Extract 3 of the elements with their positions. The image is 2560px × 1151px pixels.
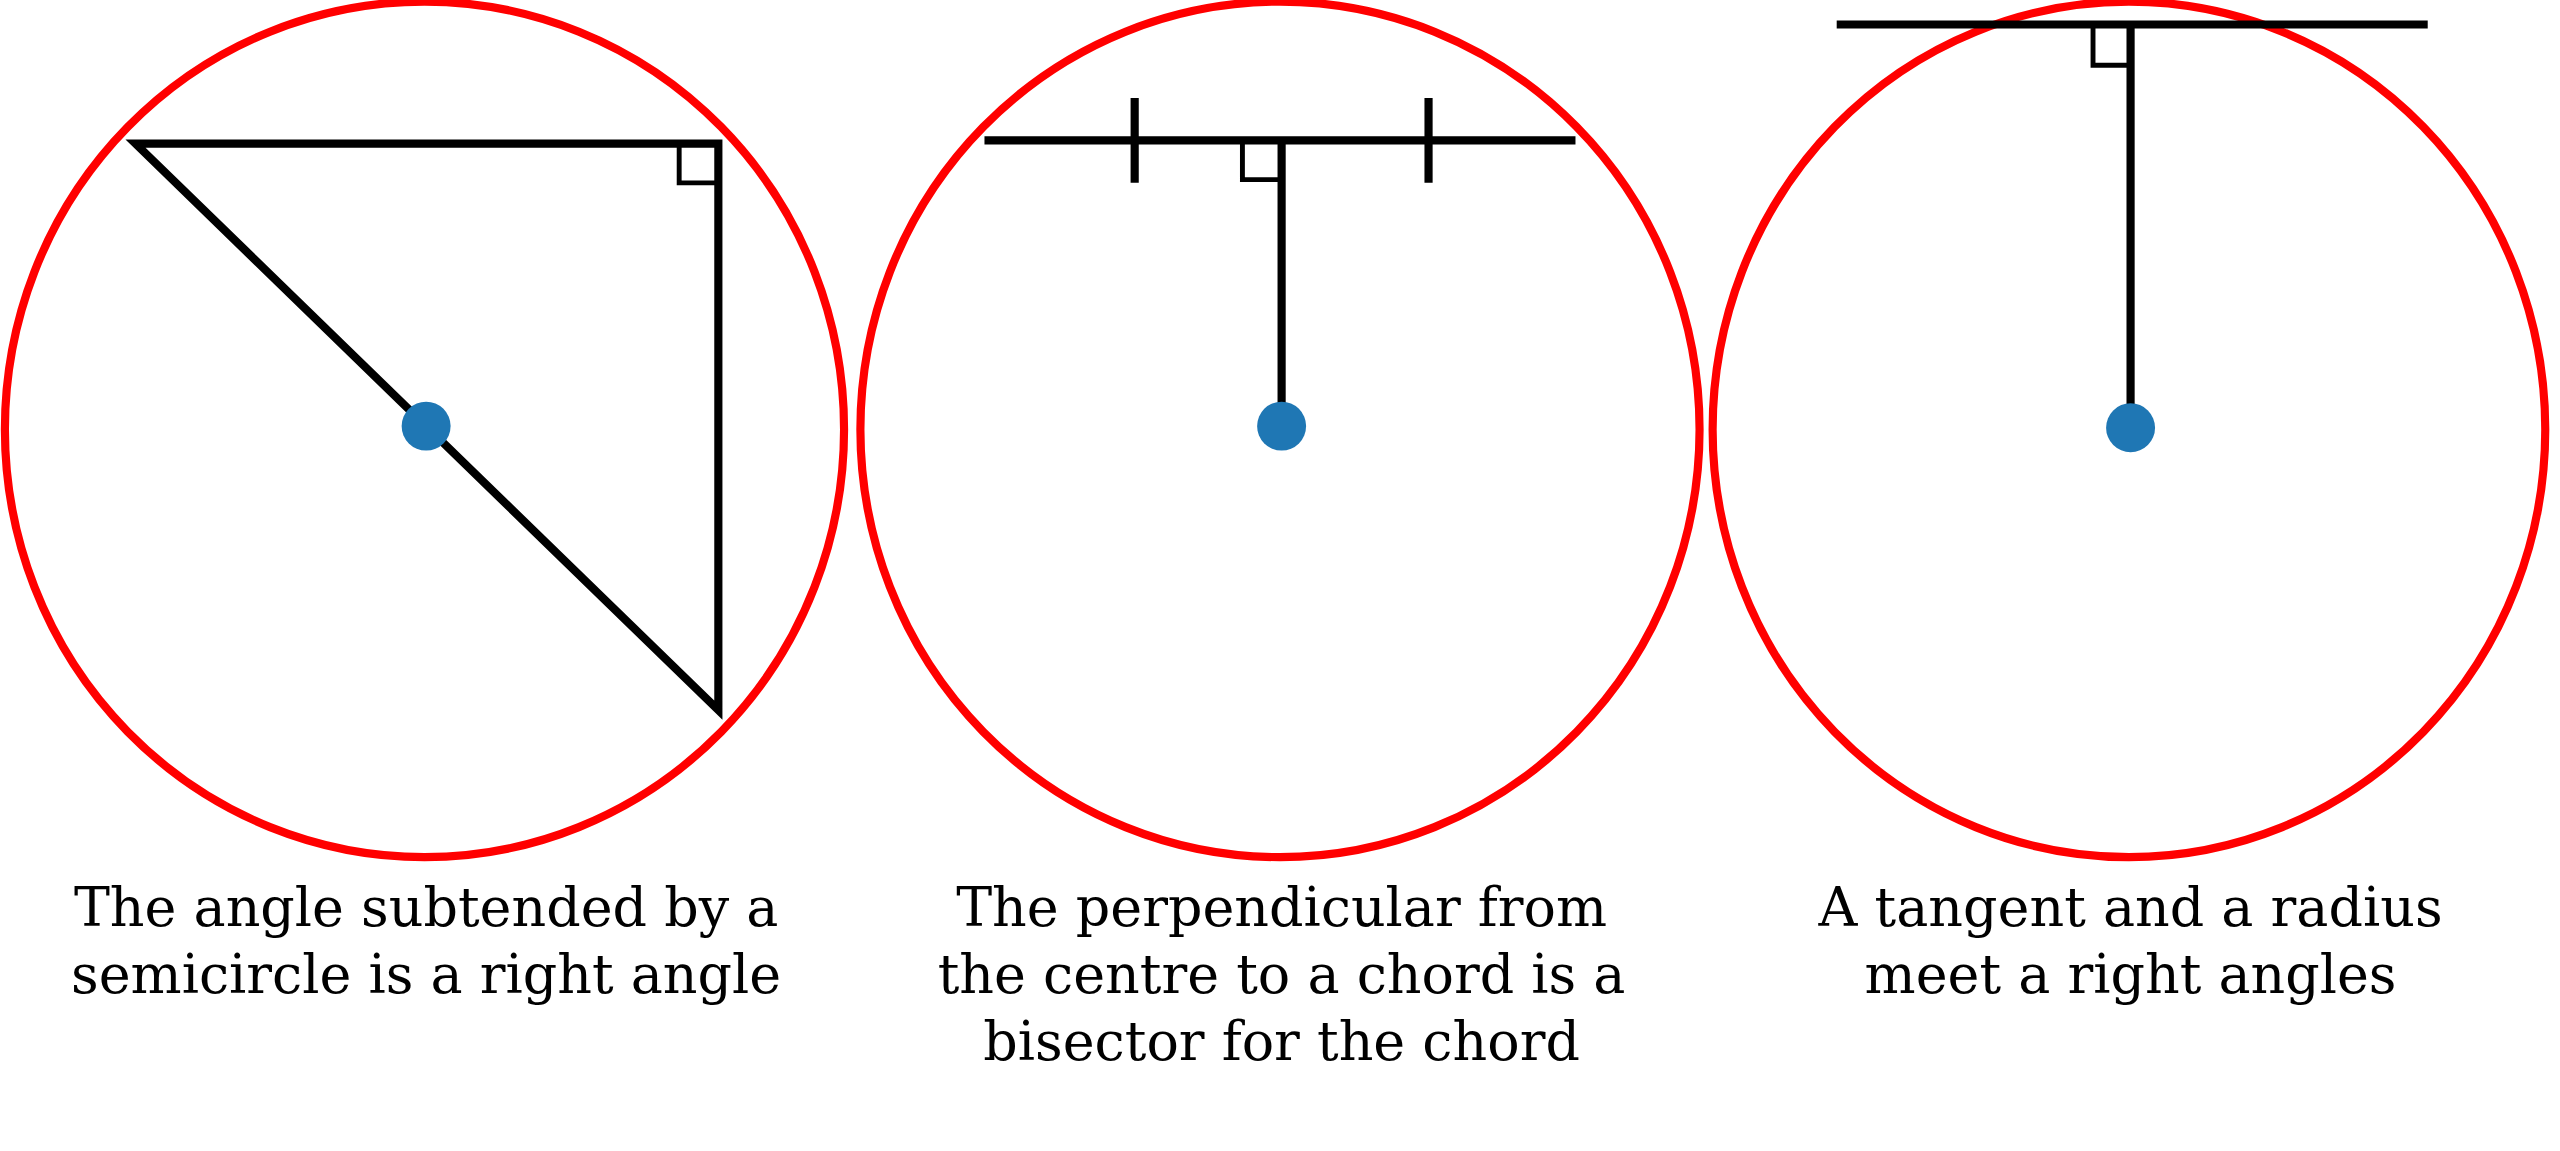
theorem-caption: The angle subtended by a semicircle is a right angle xyxy=(70,874,783,1008)
theorem-caption: The perpendicular from the centre to a chord is a bisector for the chord xyxy=(936,874,1627,1075)
theorem-caption: A tangent and a radius meet a right angles xyxy=(1817,874,2444,1008)
